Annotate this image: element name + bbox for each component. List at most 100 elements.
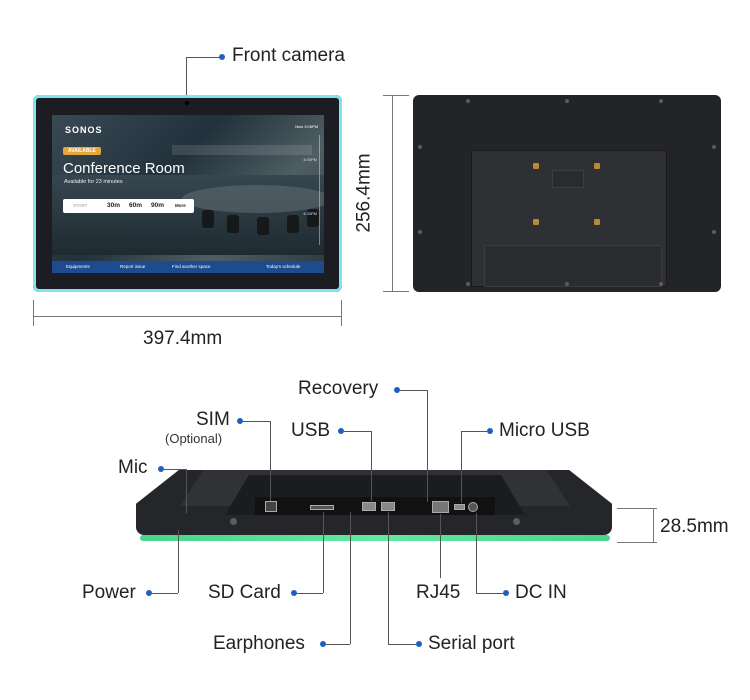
camera-lens xyxy=(185,101,189,105)
rear-screw xyxy=(659,282,663,286)
power-leader-v xyxy=(178,530,179,593)
booking-start-label: START xyxy=(73,203,88,208)
camera-callout-dot xyxy=(219,54,225,60)
height-dimension-line xyxy=(392,95,393,292)
sd-card-callout-dot xyxy=(291,590,297,596)
rear-screw xyxy=(712,230,716,234)
booking-option-more[interactable]: More xyxy=(175,203,186,208)
mic-label: Mic xyxy=(118,457,148,478)
serial-port-leader-v xyxy=(388,512,389,644)
rj45-label: RJ45 xyxy=(416,582,461,603)
chair-image xyxy=(307,209,319,227)
camera-leader-line-h xyxy=(186,57,221,58)
recovery-callout-dot xyxy=(394,387,400,393)
dc-in-port xyxy=(468,502,478,512)
footer-item-equipments[interactable]: Equipments xyxy=(66,264,90,269)
depth-dimension-line xyxy=(617,508,657,509)
depth-dimension-vertical xyxy=(653,508,654,543)
sd-card-leader-v xyxy=(323,512,324,593)
bottom-screw xyxy=(513,518,520,525)
serial-port-leader xyxy=(388,644,416,645)
booking-option-30m[interactable]: 30m xyxy=(107,202,121,209)
power-label: Power xyxy=(82,582,136,603)
rear-screw xyxy=(418,230,422,234)
rj45-leader-v xyxy=(440,514,441,578)
camera-leader-line xyxy=(186,57,187,100)
usb-label: USB xyxy=(291,420,331,441)
earphones-leader xyxy=(326,644,350,645)
earphones-leader-v xyxy=(350,512,351,644)
sim-leader xyxy=(243,421,270,422)
screen-timeline-bar xyxy=(319,135,320,245)
serial-port-label: Serial port xyxy=(428,633,515,654)
rear-screw xyxy=(659,99,663,103)
sim-label: SIM xyxy=(196,409,230,430)
vesa-screw xyxy=(594,219,600,225)
mic-callout-dot xyxy=(158,466,164,472)
mic-leader xyxy=(164,469,186,470)
rear-screw xyxy=(712,145,716,149)
vesa-screw xyxy=(594,163,600,169)
micro-usb-port xyxy=(454,504,465,510)
usb-leader xyxy=(344,431,371,432)
status-badge: AVAILABLE xyxy=(63,147,101,155)
width-dimension-tick-left xyxy=(33,300,34,326)
rear-screw xyxy=(565,282,569,286)
dc-in-leader xyxy=(476,593,503,594)
sd-card-leader xyxy=(297,593,323,594)
vesa-screw xyxy=(533,163,539,169)
earphones-label: Earphones xyxy=(213,633,305,654)
screen-footer: Equipments Report issue Find another spa… xyxy=(52,261,324,273)
height-dimension-tick-bottom xyxy=(383,291,409,292)
footer-item-find-space[interactable]: Find another space xyxy=(172,264,211,269)
footer-item-report-issue[interactable]: Report issue xyxy=(120,264,146,269)
port-strip xyxy=(255,497,495,515)
vesa-screw xyxy=(533,219,539,225)
chair-image xyxy=(202,210,214,228)
width-dimension-line xyxy=(33,316,342,317)
sim-slot xyxy=(265,501,277,512)
rear-screw xyxy=(466,99,470,103)
screen-table-image xyxy=(182,185,324,213)
rear-screw xyxy=(418,145,422,149)
dc-in-callout-dot xyxy=(503,590,509,596)
recovery-leader xyxy=(400,390,427,391)
depth-dimension-label: 28.5mm xyxy=(660,516,729,537)
booking-option-60m[interactable]: 60m xyxy=(129,202,143,209)
chair-image xyxy=(227,215,239,233)
footer-item-schedule[interactable]: Today's schedule xyxy=(266,264,301,269)
sd-card-label: SD Card xyxy=(208,582,281,603)
timeline-mark: 4:30PM xyxy=(303,211,317,216)
recovery-leader-v xyxy=(427,390,428,502)
sim-leader-v xyxy=(270,421,271,501)
rear-lower-panel xyxy=(484,245,662,287)
earphones-callout-dot xyxy=(320,641,326,647)
height-dimension-label: 256.4mm xyxy=(353,153,375,233)
usb-port xyxy=(362,502,376,511)
front-screen: SONOS Now 3:06PM 4:00PM 4:30PM AVAILABLE… xyxy=(52,115,324,273)
timeline-mark: 4:00PM xyxy=(303,157,317,162)
usb-leader-v xyxy=(371,431,372,501)
booking-bar: START 30m 60m 90m More xyxy=(63,199,194,213)
dc-in-label: DC IN xyxy=(515,582,567,603)
mic-leader-v xyxy=(186,469,187,513)
width-dimension-tick-right xyxy=(341,300,342,326)
booking-option-90m[interactable]: 90m xyxy=(151,202,165,209)
recovery-label: Recovery xyxy=(298,378,379,399)
status-light-strip xyxy=(140,535,610,541)
availability-text: Available for 23 minutes xyxy=(64,179,123,185)
time-readout: Now 3:06PM xyxy=(295,124,318,129)
rear-screw xyxy=(466,282,470,286)
micro-usb-label: Micro USB xyxy=(499,420,590,441)
usb-callout-dot xyxy=(338,428,344,434)
rj45-port xyxy=(432,501,449,513)
chair-image xyxy=(257,217,269,235)
depth-dimension-line-bottom xyxy=(617,542,657,543)
sd-card-slot xyxy=(310,505,334,510)
micro-usb-leader xyxy=(461,431,487,432)
serial-port-callout-dot xyxy=(416,641,422,647)
brand-logo: SONOS xyxy=(65,125,103,135)
micro-usb-leader-v xyxy=(461,431,462,503)
screen-ceiling-light xyxy=(172,145,312,155)
room-name: Conference Room xyxy=(63,160,185,177)
